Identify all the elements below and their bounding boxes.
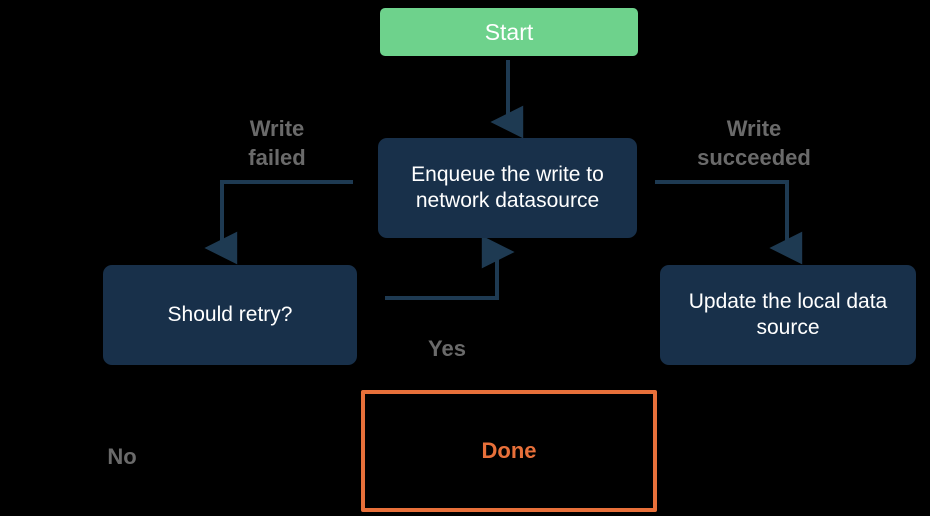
node-start-label: Start bbox=[484, 18, 534, 45]
node-enqueue-write[interactable]: Enqueue the write to network datasource bbox=[378, 138, 637, 238]
edge-label-write-succeeded: Write succeeded bbox=[697, 116, 811, 171]
edge-should-retry-yes-to-enqueue bbox=[385, 235, 515, 300]
edge-label-write-failed: Write failed bbox=[248, 116, 306, 171]
edge-label-no: No bbox=[107, 444, 137, 469]
node-update-local-label: Update the local data source bbox=[688, 290, 888, 339]
edge-enqueue-to-should-retry bbox=[204, 180, 353, 265]
node-update-local-data-source[interactable]: Update the local data source bbox=[660, 265, 916, 365]
node-should-retry-label: Should retry? bbox=[167, 303, 293, 327]
node-done[interactable]: Done bbox=[361, 390, 657, 512]
node-enqueue-label: Enqueue the write to network datasource bbox=[411, 163, 604, 212]
node-done-label: Done bbox=[481, 437, 537, 463]
node-should-retry[interactable]: Should retry? bbox=[103, 265, 357, 365]
edge-label-yes: Yes bbox=[428, 336, 466, 361]
node-start[interactable]: Start bbox=[380, 8, 638, 56]
edge-enqueue-to-update-local bbox=[655, 180, 803, 265]
